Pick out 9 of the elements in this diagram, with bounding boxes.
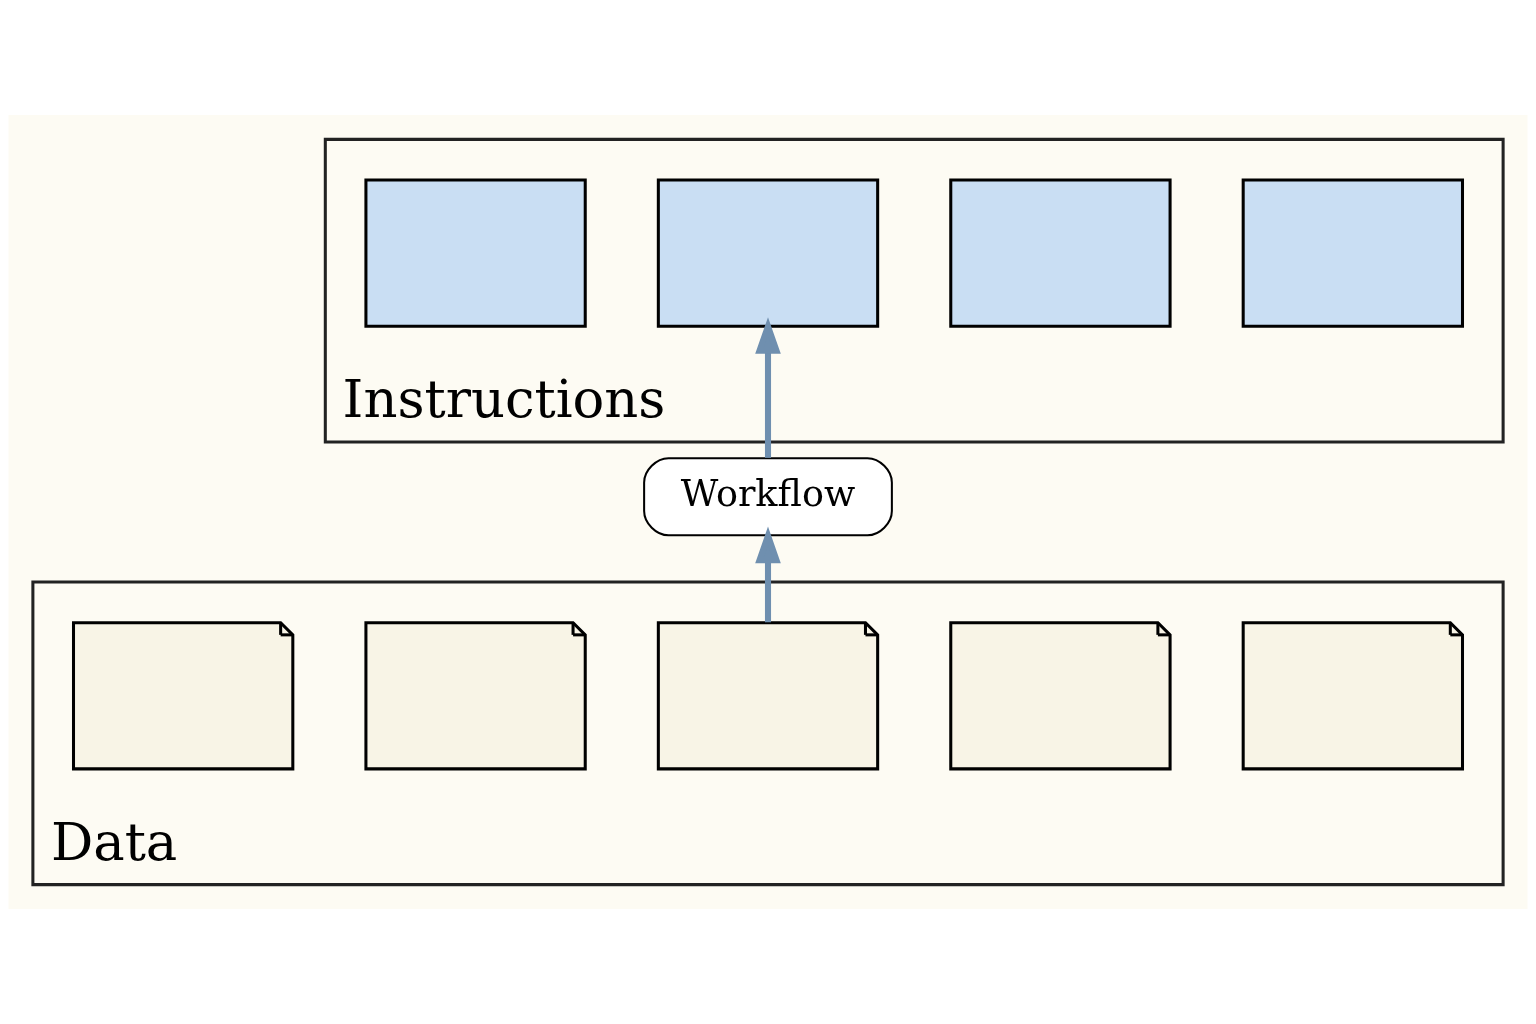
node-box xyxy=(1241,178,1465,328)
node-box xyxy=(656,178,880,328)
node-box xyxy=(364,178,587,328)
arrow xyxy=(755,317,781,458)
cluster: Instructions xyxy=(323,137,1505,444)
cluster: Data xyxy=(31,580,1505,887)
node-box: Workflow xyxy=(643,457,893,537)
node-box xyxy=(949,178,1172,328)
arrow xyxy=(755,526,781,623)
